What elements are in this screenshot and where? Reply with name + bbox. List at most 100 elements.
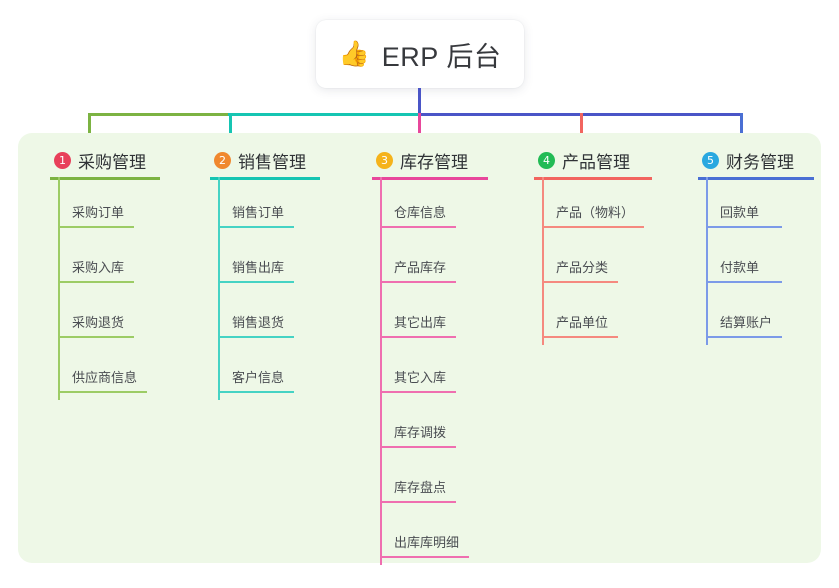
leaf-label: 产品（物料）: [556, 205, 635, 220]
leaf-rule: [380, 391, 456, 393]
branch-header-4[interactable]: 4 产品管理: [520, 143, 685, 177]
leaf-rule: [706, 226, 782, 228]
branch-label-2: 销售管理: [238, 152, 306, 172]
leaf-label: 库存调拨: [394, 425, 447, 440]
leaf-rule: [218, 281, 294, 283]
list-item[interactable]: 产品库存: [358, 232, 518, 287]
list-item[interactable]: 库存调拨: [358, 397, 518, 452]
leaf-rule: [380, 226, 456, 228]
leaf-rule: [542, 226, 644, 228]
leaf-rule: [58, 281, 134, 283]
branch-header-1[interactable]: 1 采购管理: [36, 143, 186, 177]
branch-label-3: 库存管理: [400, 152, 468, 172]
list-item[interactable]: 采购入库: [36, 232, 186, 287]
leaf-label: 产品单位: [556, 315, 609, 330]
branch-column-1: 1 采购管理 采购订单 采购入库 采购退货 供应商信息: [36, 143, 186, 400]
branch-items-5: 回款单 付款单 结算账户: [684, 177, 834, 345]
branch-label-1: 采购管理: [78, 152, 146, 172]
leaf-label: 产品分类: [556, 260, 609, 275]
diagram-panel: [18, 133, 821, 563]
list-item[interactable]: 采购订单: [36, 177, 186, 232]
drop-connector-2: [229, 113, 232, 151]
list-item[interactable]: 库存盘点: [358, 452, 518, 507]
list-item[interactable]: 回款单: [684, 177, 834, 232]
branch-header-5[interactable]: 5 财务管理: [684, 143, 834, 177]
list-item[interactable]: 销售订单: [196, 177, 346, 232]
leaf-rule: [380, 556, 469, 558]
branch-number-badge-1: 1: [54, 151, 71, 169]
list-item[interactable]: 其它出库: [358, 287, 518, 342]
leaf-label: 采购入库: [72, 260, 125, 275]
leaf-rule: [542, 336, 618, 338]
list-item[interactable]: 仓库信息: [358, 177, 518, 232]
leaf-label: 采购退货: [72, 315, 125, 330]
list-item[interactable]: 采购退货: [36, 287, 186, 342]
branch-label-4: 产品管理: [562, 152, 630, 172]
branch-header-rule-3: [372, 177, 488, 180]
leaf-label: 销售退货: [232, 315, 285, 330]
branch-column-5: 5 财务管理 回款单 付款单 结算账户: [684, 143, 834, 345]
leaf-rule: [58, 226, 134, 228]
leaf-label: 其它入库: [394, 370, 447, 385]
list-item[interactable]: 付款单: [684, 232, 834, 287]
branch-column-2: 2 销售管理 销售订单 销售出库 销售退货 客户信息: [196, 143, 346, 400]
list-item[interactable]: 供应商信息: [36, 342, 186, 397]
list-item[interactable]: 客户信息: [196, 342, 346, 397]
branch-items-4: 产品（物料） 产品分类 产品单位: [520, 177, 685, 345]
list-item[interactable]: 产品分类: [520, 232, 685, 287]
branch-spine-4: [542, 177, 544, 345]
list-item[interactable]: 销售退货: [196, 287, 346, 342]
leaf-rule: [706, 336, 782, 338]
leaf-rule: [706, 281, 782, 283]
trunk-segment-green: [88, 113, 230, 116]
thumbs-up-icon: 👍: [338, 39, 370, 68]
leaf-label: 供应商信息: [72, 370, 138, 385]
leaf-rule: [218, 391, 294, 393]
leaf-label: 出库库明细: [394, 535, 460, 550]
branch-items-2: 销售订单 销售出库 销售退货 客户信息: [196, 177, 346, 400]
leaf-rule: [542, 281, 618, 283]
branch-header-rule-2: [210, 177, 320, 180]
list-item[interactable]: 出库库明细: [358, 507, 518, 562]
branch-header-rule-4: [534, 177, 652, 180]
leaf-rule: [380, 446, 456, 448]
list-item[interactable]: 产品（物料）: [520, 177, 685, 232]
root-title: ERP 后台: [381, 41, 502, 72]
branch-header-3[interactable]: 3 库存管理: [358, 143, 518, 177]
branch-number-badge-5: 5: [702, 151, 719, 169]
leaf-label: 结算账户: [720, 315, 773, 330]
list-item[interactable]: 销售出库: [196, 232, 346, 287]
branch-number-badge-3: 3: [376, 151, 393, 169]
leaf-rule: [380, 501, 456, 503]
leaf-rule: [218, 336, 294, 338]
branch-items-1: 采购订单 采购入库 采购退货 供应商信息: [36, 177, 186, 400]
branch-label-5: 财务管理: [726, 152, 794, 172]
leaf-label: 回款单: [720, 205, 760, 220]
leaf-rule: [380, 336, 456, 338]
branch-header-rule-5: [698, 177, 814, 180]
branch-column-4: 4 产品管理 产品（物料） 产品分类 产品单位: [520, 143, 685, 345]
leaf-label: 产品库存: [394, 260, 447, 275]
leaf-label: 销售出库: [232, 260, 285, 275]
root-node[interactable]: 👍 ERP 后台: [316, 20, 524, 88]
branch-header-2[interactable]: 2 销售管理: [196, 143, 346, 177]
list-item[interactable]: 产品单位: [520, 287, 685, 342]
drop-connector-3: [418, 113, 421, 151]
leaf-label: 销售订单: [232, 205, 285, 220]
leaf-rule: [218, 226, 294, 228]
branch-spine-3: [380, 177, 382, 565]
leaf-label: 仓库信息: [394, 205, 447, 220]
leaf-rule: [380, 281, 456, 283]
drop-connector-1: [88, 113, 91, 151]
root-stem-connector: [418, 88, 421, 115]
branch-header-rule-1: [50, 177, 160, 180]
leaf-label: 客户信息: [232, 370, 285, 385]
branch-number-badge-2: 2: [214, 151, 231, 169]
list-item[interactable]: 其它入库: [358, 342, 518, 397]
branch-items-3: 仓库信息 产品库存 其它出库 其它入库 库存调拨 库存盘点: [358, 177, 518, 565]
list-item[interactable]: 结算账户: [684, 287, 834, 342]
leaf-rule: [58, 391, 147, 393]
leaf-label: 库存盘点: [394, 480, 447, 495]
leaf-label: 付款单: [720, 260, 760, 275]
